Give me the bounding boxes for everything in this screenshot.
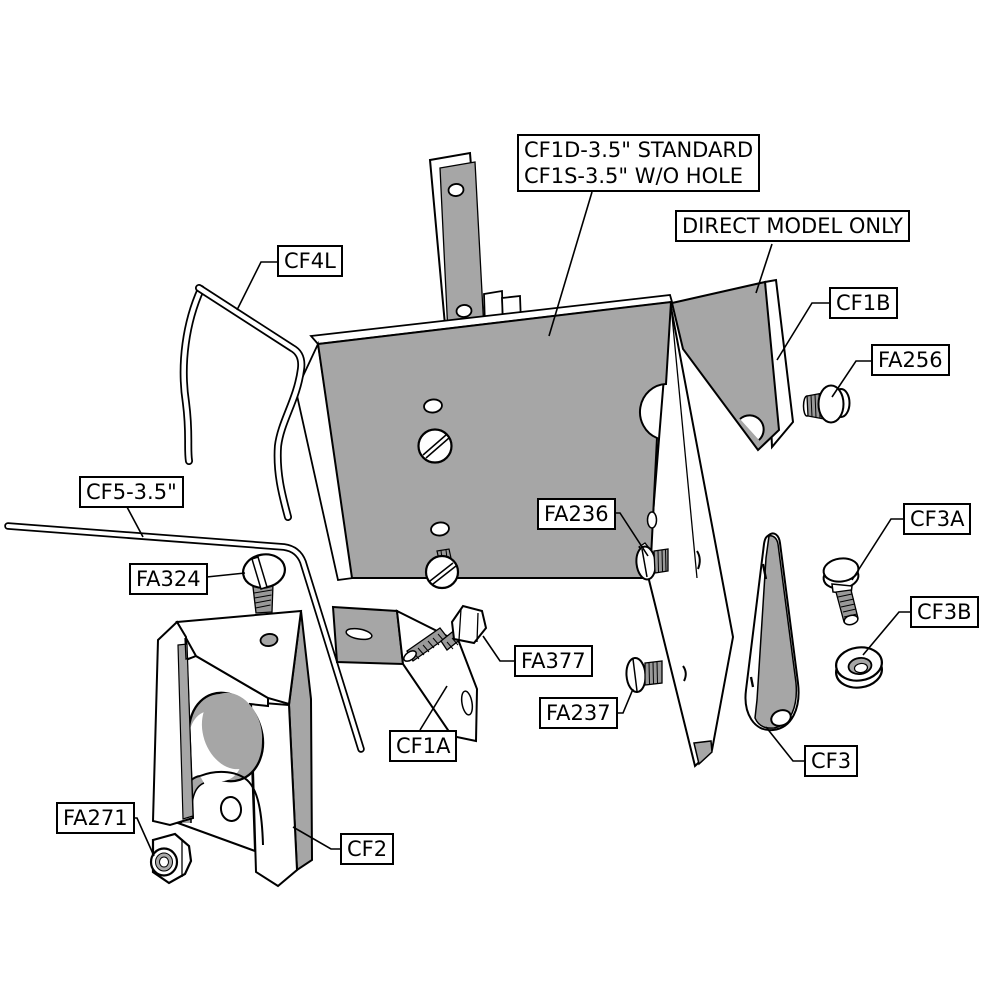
label-fa237: FA237: [539, 697, 618, 730]
cf2-big-hole: [187, 691, 265, 783]
panel-slot-icon: [682, 665, 687, 682]
cf2-bracket-part: [151, 609, 314, 888]
leader-fa377: [482, 635, 515, 662]
plate-hole: [423, 398, 443, 414]
label-fa271: FA271: [56, 802, 135, 835]
label-cf1d-cf1s: CF1D-3.5" STANDARD CF1S-3.5" W/O HOLE: [517, 134, 761, 193]
fa237-screw-part: [625, 657, 663, 693]
leader-cf3b: [862, 611, 911, 656]
leader-fa256: [831, 360, 872, 398]
label-cf1d-line2: CF1S-3.5" W/O HOLE: [524, 164, 744, 189]
label-cf1d-line1: CF1D-3.5" STANDARD: [524, 138, 754, 162]
leader-cf1b: [776, 302, 830, 361]
label-fa377: FA377: [514, 645, 593, 678]
label-cf1a: CF1A: [389, 730, 458, 763]
label-direct-model-only: DIRECT MODEL ONLY: [675, 210, 910, 243]
label-cf2: CF2: [340, 833, 395, 866]
plate-hole: [430, 521, 450, 537]
label-cf3: CF3: [804, 745, 859, 778]
fa256-bolt-part: [802, 384, 851, 424]
leader-cf5: [126, 506, 144, 538]
leader-cf2: [292, 826, 341, 850]
direct-model-flap-part: [670, 280, 781, 452]
fa377-nut-part: [450, 604, 488, 645]
plate-screw-icon: [417, 428, 453, 464]
fa271-nut-part: [149, 832, 193, 885]
label-cf3b: CF3B: [910, 596, 979, 629]
leader-cf1a: [419, 685, 448, 731]
cf4l-wire-part: [179, 284, 306, 521]
cf1a-bracket-part: [331, 604, 488, 743]
plate-screw-icon: [424, 548, 460, 590]
label-fa236: FA236: [537, 498, 616, 531]
cf3b-washer-part: [835, 646, 883, 689]
fa324-screw-part: [242, 553, 286, 614]
leader-direct: [755, 243, 773, 294]
cf3-fin-part: [744, 532, 800, 732]
main-plate-part: [295, 294, 674, 590]
top-strip-bracket: [428, 151, 486, 338]
leader-cf1d: [548, 191, 593, 337]
panel-slot-icon: [696, 550, 701, 570]
fa236-screw-part: [635, 542, 669, 581]
label-cf4l: CF4L: [277, 245, 343, 278]
leader-cf3: [765, 726, 805, 762]
label-cf1b: CF1B: [829, 287, 898, 320]
label-cf5: CF5-3.5": [79, 476, 184, 509]
label-fa256: FA256: [871, 344, 950, 377]
cf3a-bolt-part: [822, 557, 860, 626]
cf5-rod-part: [4, 522, 365, 753]
leader-cf3a: [851, 518, 904, 581]
label-fa324: FA324: [129, 563, 208, 596]
label-cf3a: CF3A: [903, 503, 972, 536]
leader-cf4l: [236, 261, 278, 311]
